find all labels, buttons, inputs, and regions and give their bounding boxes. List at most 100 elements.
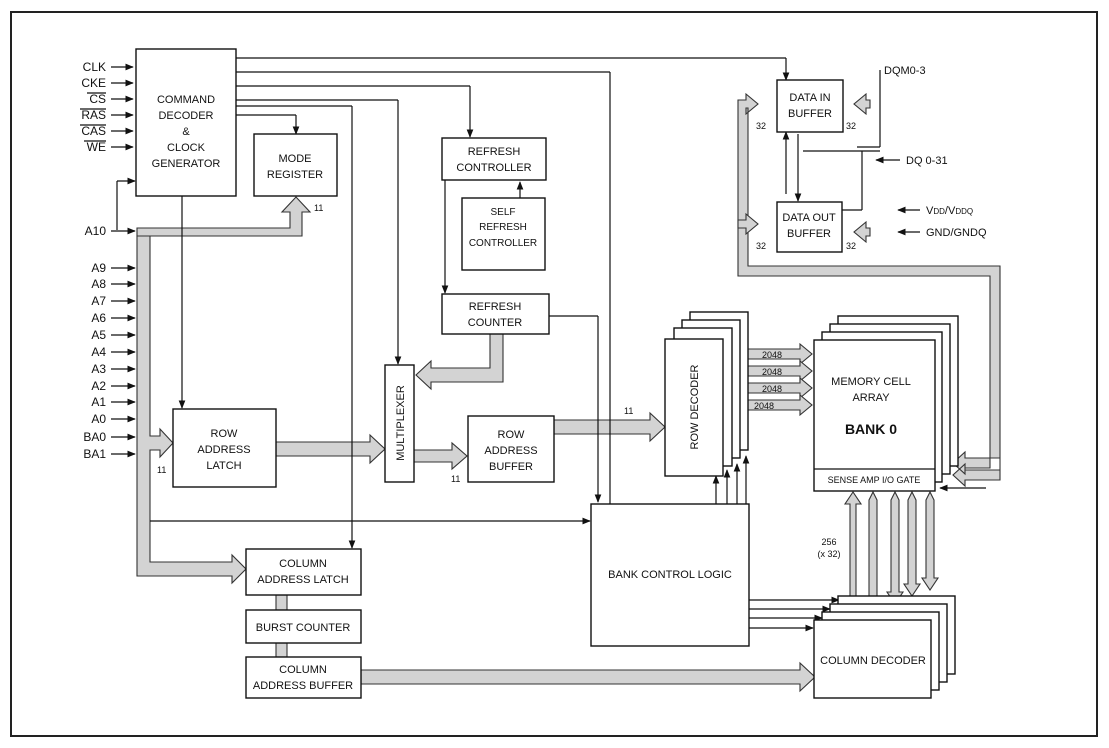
data-io-bus	[737, 92, 1001, 488]
address-pin-arrows	[111, 227, 136, 458]
multiplexer-block: MULTIPLEXER	[384, 364, 415, 483]
bank-label: BANK 0	[845, 421, 897, 437]
pin-cs: CS	[89, 92, 106, 106]
refresh-controller-line-1: REFRESH	[468, 146, 521, 158]
data-in-left-width: 32	[756, 121, 766, 131]
pin-ba1: BA1	[83, 447, 106, 461]
pin-we: WE	[87, 140, 106, 154]
mux-to-row-buffer-bus	[413, 441, 468, 471]
data-out-left-bus	[737, 212, 759, 236]
self-refresh-line-1: SELF	[490, 207, 515, 218]
row-address-buffer-block: ROW ADDRESS BUFFER	[467, 415, 555, 483]
col-width-label-1: 256	[821, 537, 836, 547]
row-buffer-line-2: ADDRESS	[484, 445, 537, 457]
row-buffer-line-1: ROW	[498, 429, 526, 441]
data-in-line-2: BUFFER	[788, 108, 832, 120]
row-latch-width-label: 11	[157, 465, 166, 475]
burst-counter-block: BURST COUNTER	[245, 609, 362, 644]
data-in-right-bus	[853, 92, 871, 116]
mode-register-line-1: MODE	[279, 153, 312, 165]
column-io-bus	[843, 490, 940, 619]
gnd-label: GND/GNDQ	[926, 227, 987, 239]
memory-array-line-1: MEMORY CELL	[831, 376, 911, 388]
data-out-line-2: BUFFER	[787, 228, 831, 240]
burst-to-buffer-bus	[275, 642, 288, 658]
pin-cas: CAS	[81, 124, 106, 138]
refresh-controller-line-2: CONTROLLER	[456, 162, 531, 174]
latch-to-burst-bus	[275, 594, 288, 611]
row-line-2-label: 2048	[762, 367, 782, 377]
pin-ras: RAS	[81, 108, 106, 122]
mode-reg-width-label: 11	[314, 203, 323, 213]
pin-ba0: BA0	[83, 430, 106, 444]
data-out-right-width: 32	[846, 241, 856, 251]
column-address-buffer-block: COLUMN ADDRESS BUFFER	[245, 656, 362, 699]
row-decoder-label: ROW DECODER	[689, 364, 701, 449]
self-refresh-controller-block: SELF REFRESH CONTROLLER	[461, 197, 546, 271]
col-buffer-line-2: ADDRESS BUFFER	[253, 680, 353, 692]
address-bus	[136, 196, 312, 585]
row-latch-line-2: ADDRESS	[197, 444, 250, 456]
refresh-counter-block: REFRESH COUNTER	[441, 293, 550, 335]
row-decoder-stack: ROW DECODER	[664, 311, 749, 477]
column-address-latch-block: COLUMN ADDRESS LATCH	[245, 548, 362, 596]
pin-a3: A3	[91, 362, 106, 376]
dq-label: DQ 0-31	[906, 155, 948, 167]
bus-width-labels: 11 11 11 11 2048 2048 2048 2048 256 (x 3…	[157, 121, 856, 559]
self-refresh-line-2: REFRESH	[479, 222, 527, 233]
pin-a8: A8	[91, 277, 106, 291]
bank-control-logic-block: BANK CONTROL LOGIC	[590, 503, 750, 647]
pin-a2: A2	[91, 379, 106, 393]
control-pin-labels: CLK CKE CS RAS CAS WE	[80, 60, 106, 154]
pin-a4: A4	[91, 345, 106, 359]
row-buf-width-label: 11	[624, 406, 633, 416]
row-line-1-label: 2048	[762, 350, 782, 360]
col-latch-line-1: COLUMN	[279, 558, 327, 570]
row-address-latch-block: ROW ADDRESS LATCH	[172, 408, 277, 488]
refresh-controller-block: REFRESH CONTROLLER	[441, 137, 547, 181]
command-decoder-line-3: &	[182, 126, 190, 138]
row-latch-line-3: LATCH	[206, 460, 241, 472]
multiplexer-label: MULTIPLEXER	[395, 385, 407, 461]
data-out-buffer-block: DATA OUT BUFFER	[776, 201, 843, 253]
right-signal-labels: DQM0-3 DQ 0-31 VDD/VDDQ GND/GNDQ	[884, 65, 987, 239]
row-latch-line-1: ROW	[211, 428, 239, 440]
col-buffer-line-1: COLUMN	[279, 664, 327, 676]
refresh-counter-line-1: REFRESH	[469, 301, 522, 313]
column-decoder-stack: COLUMN DECODER	[813, 595, 956, 699]
pin-a10: A10	[85, 224, 107, 238]
data-in-right-width: 32	[846, 121, 856, 131]
sense-amp-label: SENSE AMP I/O GATE	[828, 475, 921, 485]
pin-a1: A1	[91, 395, 106, 409]
control-lines	[116, 57, 986, 632]
data-in-line-1: DATA IN	[789, 92, 830, 104]
memory-array-line-2: ARRAY	[852, 392, 890, 404]
data-out-line-1: DATA OUT	[782, 212, 836, 224]
address-pin-labels: A10 A9 A8 A7 A6 A5 A4 A3 A2 A1 A0 BA0 BA…	[83, 224, 106, 461]
col-width-label-2: (x 32)	[817, 549, 840, 559]
command-decoder-line-1: COMMAND	[157, 94, 215, 106]
pin-cke: CKE	[81, 76, 106, 90]
refresh-counter-to-mux-bus	[415, 333, 504, 391]
dqm-label: DQM0-3	[884, 65, 926, 77]
data-out-left-width: 32	[756, 241, 766, 251]
bank-control-label: BANK CONTROL LOGIC	[608, 569, 732, 581]
row-buffer-line-3: BUFFER	[489, 461, 533, 473]
command-decoder-line-4: CLOCK	[167, 142, 206, 154]
memory-array-stack: MEMORY CELL ARRAY BANK 0 SENSE AMP I/O G…	[813, 315, 959, 492]
vdd-label: VDD/VDDQ	[926, 205, 973, 217]
row-line-4-label: 2048	[754, 401, 774, 411]
data-out-right-bus	[853, 220, 871, 244]
pin-a7: A7	[91, 294, 106, 308]
column-decoder-label: COLUMN DECODER	[820, 655, 926, 667]
command-decoder-line-2: DECODER	[158, 110, 213, 122]
mode-register-line-2: REGISTER	[267, 169, 323, 181]
mux-out-width-label: 11	[451, 474, 460, 484]
row-latch-to-mux-bus	[275, 433, 386, 465]
self-refresh-line-3: CONTROLLER	[469, 238, 537, 249]
control-pin-arrows	[111, 63, 134, 151]
refresh-counter-line-2: COUNTER	[468, 317, 522, 329]
data-in-buffer-block: DATA IN BUFFER	[776, 79, 844, 133]
burst-counter-label: BURST COUNTER	[256, 622, 351, 634]
